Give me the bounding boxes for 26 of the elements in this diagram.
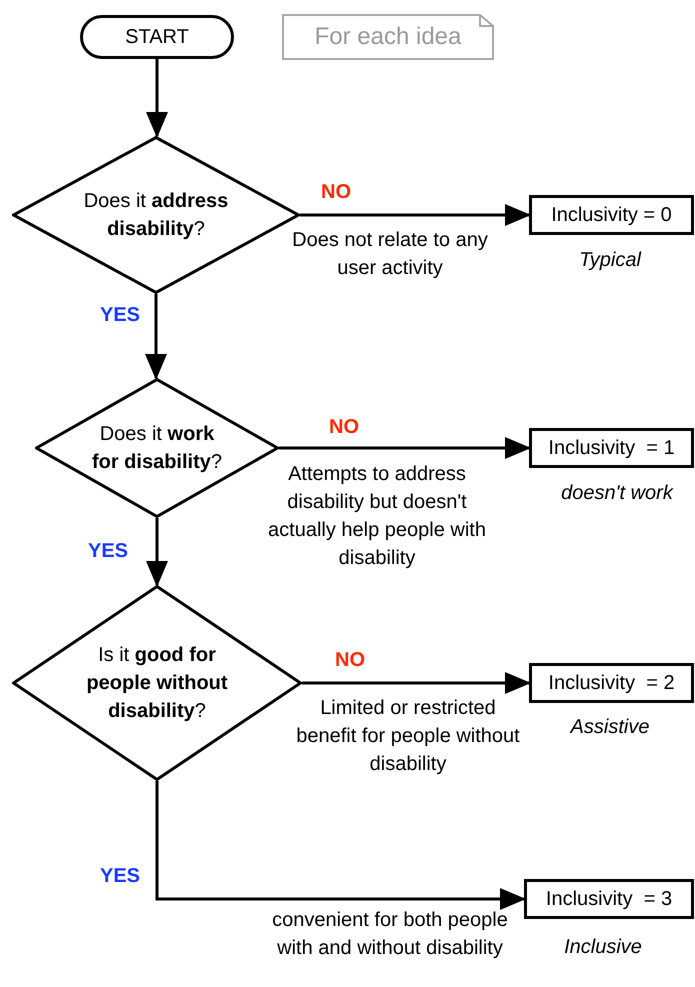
arrow <box>145 294 167 380</box>
result-box: Inclusivity = 1 <box>529 428 694 468</box>
outcome-description: Limited or restricted benefit for people without disability <box>295 696 521 777</box>
category-label: Assistive <box>570 715 650 740</box>
arrow <box>302 672 531 694</box>
category-label: doesn't work <box>561 481 673 506</box>
arrow <box>279 437 531 459</box>
arrow <box>146 59 168 138</box>
outcome-description: convenient for both people with and without disability <box>271 908 509 961</box>
question-text: Is it good for people without disability? <box>85 643 229 724</box>
result-box: Inclusivity = 2 <box>529 663 694 703</box>
result-box: Inclusivity = 3 <box>524 879 694 919</box>
question-text: Does it work for disability? <box>90 422 223 475</box>
outcome-description: Attempts to address disability but doesn't actually help people with disability <box>267 462 487 571</box>
note-box <box>282 14 494 60</box>
category-label: Typical <box>579 248 641 273</box>
question-text: Does it address disability? <box>82 189 230 242</box>
decision-diamond <box>35 378 279 518</box>
result-box: Inclusivity = 0 <box>529 195 694 235</box>
outcome-description: Does not relate to any user activity <box>291 228 489 281</box>
start-terminal: START <box>80 15 234 59</box>
category-label: Inclusive <box>564 935 642 960</box>
arrow <box>156 781 526 910</box>
arrow <box>146 518 168 587</box>
arrow <box>300 204 531 226</box>
note-text: For each idea <box>314 22 462 52</box>
